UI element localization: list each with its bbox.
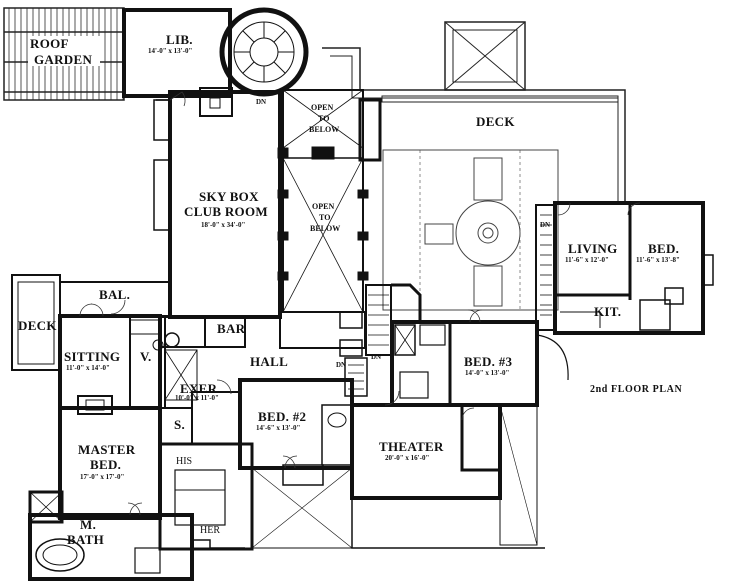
bar-label: BAR: [217, 321, 246, 336]
sky-box-label-line1: SKY BOX: [199, 189, 259, 204]
kit-label: KIT.: [594, 304, 622, 319]
roof-garden-pergola: [3, 7, 125, 101]
exer-dims: 10'-0" x 11'-0": [175, 394, 219, 402]
bed3-label: BED. #3: [464, 354, 513, 369]
bed2-label: BED. #2: [258, 409, 307, 424]
bed-right-dims: 11'-6" x 13'-8": [636, 256, 680, 264]
deck-top-label: DECK: [476, 114, 515, 129]
sitting-dims: 11'-0" x 14'-0": [66, 364, 110, 372]
open-below-1-line1: OPEN: [311, 103, 334, 112]
master-bath-label-line2: BATH: [67, 532, 105, 547]
exer-label: EXER.: [180, 381, 221, 396]
stair-dn-label-1: DN: [256, 98, 267, 106]
courtyard-below: [382, 149, 559, 311]
stair-dn-label-2: DN: [540, 221, 551, 229]
sky-box-label-line2: CLUB ROOM: [184, 204, 268, 219]
open-below-1-line2: TO: [318, 114, 330, 123]
deck-left-label: DECK: [18, 318, 57, 333]
open-below-1-line3: BELOW: [309, 125, 340, 134]
open-to-below-area: [277, 89, 382, 313]
roof-garden-label-line1: ROOF: [30, 36, 69, 51]
sky-box-dims: 18'-0" x 34'-0": [201, 221, 246, 229]
his-closet-label: HIS: [176, 456, 193, 467]
master-bed-dims: 17'-0" x 17'-0": [80, 473, 125, 481]
stair-dn-label-4: DN: [336, 361, 347, 369]
bed2-dims: 14'-6" x 13'-0": [256, 424, 301, 432]
door-swings: [79, 91, 641, 516]
theater-dims: 20'-0" x 16'-0": [385, 454, 430, 462]
master-bath-label-line1: M.: [80, 517, 97, 532]
open-below-2-line2: TO: [319, 213, 331, 222]
vestibule-label: V.: [140, 349, 152, 364]
open-below-2-line3: BELOW: [310, 224, 341, 233]
plan-title: 2nd FLOOR PLAN: [590, 384, 683, 395]
open-below-2-line1: OPEN: [312, 202, 335, 211]
master-bed-label-line2: BED.: [90, 457, 122, 472]
spiral-stair: [219, 7, 309, 97]
hall-label: HALL: [250, 354, 289, 369]
library-dims: 14'-0" x 13'-0": [148, 47, 193, 55]
roof-garden-label-line2: GARDEN: [34, 52, 93, 67]
living-label: LIVING: [568, 241, 618, 256]
theater-label: THEATER: [379, 439, 444, 454]
master-bed-label-line1: MASTER: [78, 442, 136, 457]
guest-suite-walls: [535, 201, 714, 335]
library-label: LIB.: [166, 32, 193, 47]
balcony-label: BAL.: [99, 287, 131, 302]
bed-right-label: BED.: [648, 241, 680, 256]
theater-walls: [350, 403, 545, 549]
library-walls: [122, 8, 233, 117]
sitting-label: SITTING: [64, 349, 121, 364]
stair-dn-label-3: DN: [371, 353, 382, 361]
her-closet-label: HER: [200, 525, 220, 536]
bed2-walls: [238, 378, 354, 549]
living-dims: 11'-6" x 12'-0": [565, 256, 609, 264]
master-wing-walls: [11, 274, 254, 581]
bed3-dims: 14'-0" x 13'-0": [465, 369, 510, 377]
storage-label: S.: [174, 417, 186, 432]
hall-stair: [344, 283, 422, 397]
